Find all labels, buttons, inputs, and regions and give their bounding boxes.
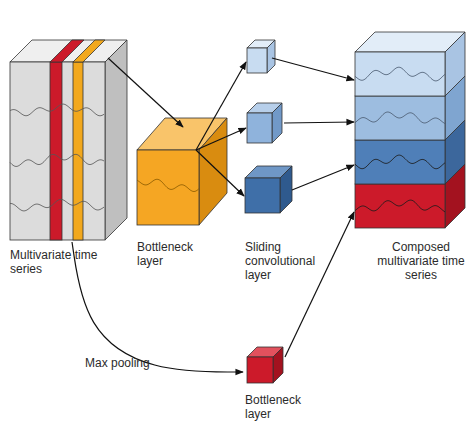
flow-arrow bbox=[292, 165, 354, 190]
side-face bbox=[280, 166, 292, 213]
flow-arrow bbox=[285, 212, 354, 357]
side-face bbox=[445, 32, 465, 96]
front-face bbox=[10, 62, 105, 240]
yellow-stripe bbox=[73, 62, 83, 240]
side-face bbox=[199, 118, 227, 225]
series-line bbox=[137, 179, 199, 191]
front-face bbox=[247, 113, 272, 143]
side-face bbox=[272, 103, 282, 143]
layer-block: Sliding convolutional layer bbox=[240, 35, 335, 290]
front-face bbox=[355, 96, 445, 140]
front-face bbox=[245, 178, 280, 213]
series-line bbox=[355, 200, 445, 212]
flow-arrow bbox=[196, 62, 246, 150]
series-line bbox=[10, 104, 104, 116]
layer-block: Composed multivariate time series bbox=[350, 25, 472, 295]
front-face bbox=[247, 48, 267, 73]
layer-label: Sliding convolutional layer bbox=[245, 240, 330, 282]
side-face bbox=[267, 40, 275, 73]
layer-block: Bottleneck layer bbox=[133, 110, 233, 270]
front-face bbox=[137, 150, 199, 225]
edge-label: Max pooling bbox=[85, 356, 150, 370]
layer-label: Bottleneck layer bbox=[137, 240, 209, 268]
block-shape bbox=[5, 30, 135, 275]
series-line bbox=[10, 154, 104, 166]
flow-arrow bbox=[108, 58, 183, 127]
layer-label: Multivariate time series bbox=[10, 248, 110, 276]
layer-label: Composed multivariate time series bbox=[370, 240, 472, 282]
series-line bbox=[355, 67, 445, 81]
series-line bbox=[355, 155, 445, 169]
red-stripe bbox=[50, 62, 62, 240]
flow-arrow bbox=[72, 242, 243, 372]
front-face bbox=[355, 140, 445, 184]
layer-block: Multivariate time series bbox=[5, 30, 135, 275]
flow-arrow bbox=[196, 128, 246, 150]
side-face bbox=[105, 40, 127, 240]
series-line bbox=[355, 112, 445, 124]
flow-arrow bbox=[196, 150, 244, 196]
flow-arrow bbox=[272, 58, 354, 80]
yellow-stripe-top bbox=[73, 40, 105, 62]
layer-block: Bottleneck layer bbox=[240, 340, 312, 422]
series-line bbox=[10, 199, 104, 211]
front-face bbox=[355, 52, 445, 96]
side-face bbox=[273, 347, 283, 383]
layer-label: Bottleneck layer bbox=[245, 393, 311, 421]
front-face bbox=[355, 184, 445, 228]
flow-arrow bbox=[284, 122, 354, 123]
front-face bbox=[247, 357, 273, 383]
